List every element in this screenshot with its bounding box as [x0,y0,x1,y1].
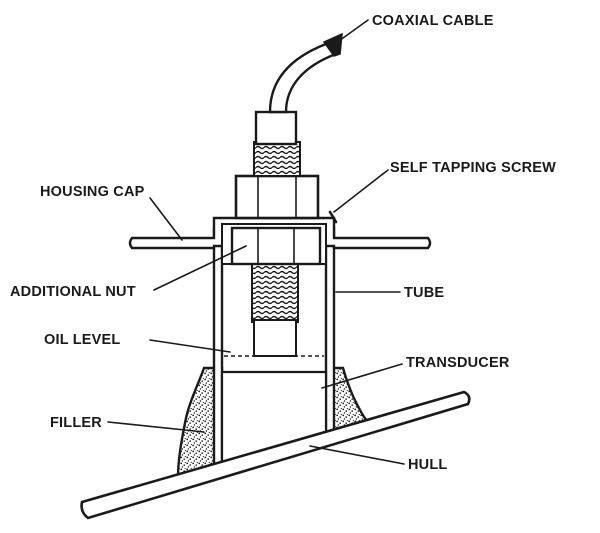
hull-plate [80,390,471,520]
leader-self-tapping-screw [333,169,389,213]
label-additional-nut: ADDITIONAL NUT [10,284,136,300]
cable-connector [254,110,298,146]
label-coaxial-cable: COAXIAL CABLE [372,13,494,29]
label-filler: FILLER [50,415,102,431]
leader-transducer [321,363,403,389]
coaxial-cable [268,42,339,114]
transducer-stem [253,319,297,357]
leader-housing-cap [149,197,183,241]
threaded-rod-lower [251,261,299,323]
tube-right-wall [324,226,336,436]
self-tapping-screw [328,210,338,224]
leader-oil-level [149,339,231,353]
leader-hull [309,445,405,465]
label-tube: TUBE [404,285,444,301]
threaded-rod-upper [253,141,301,177]
label-housing-cap: HOUSING CAP [40,184,145,200]
leader-additional-nut [153,245,247,291]
leader-filler [107,421,205,433]
leader-coaxial-cable [331,19,369,47]
label-self-tapping-screw: SELF TAPPING SCREW [390,160,556,176]
label-hull: HULL [408,457,447,473]
upper-nut [234,174,320,220]
label-oil-level: OIL LEVEL [44,332,120,348]
label-transducer: TRANSDUCER [406,355,510,371]
tube-left-wall [212,226,224,468]
